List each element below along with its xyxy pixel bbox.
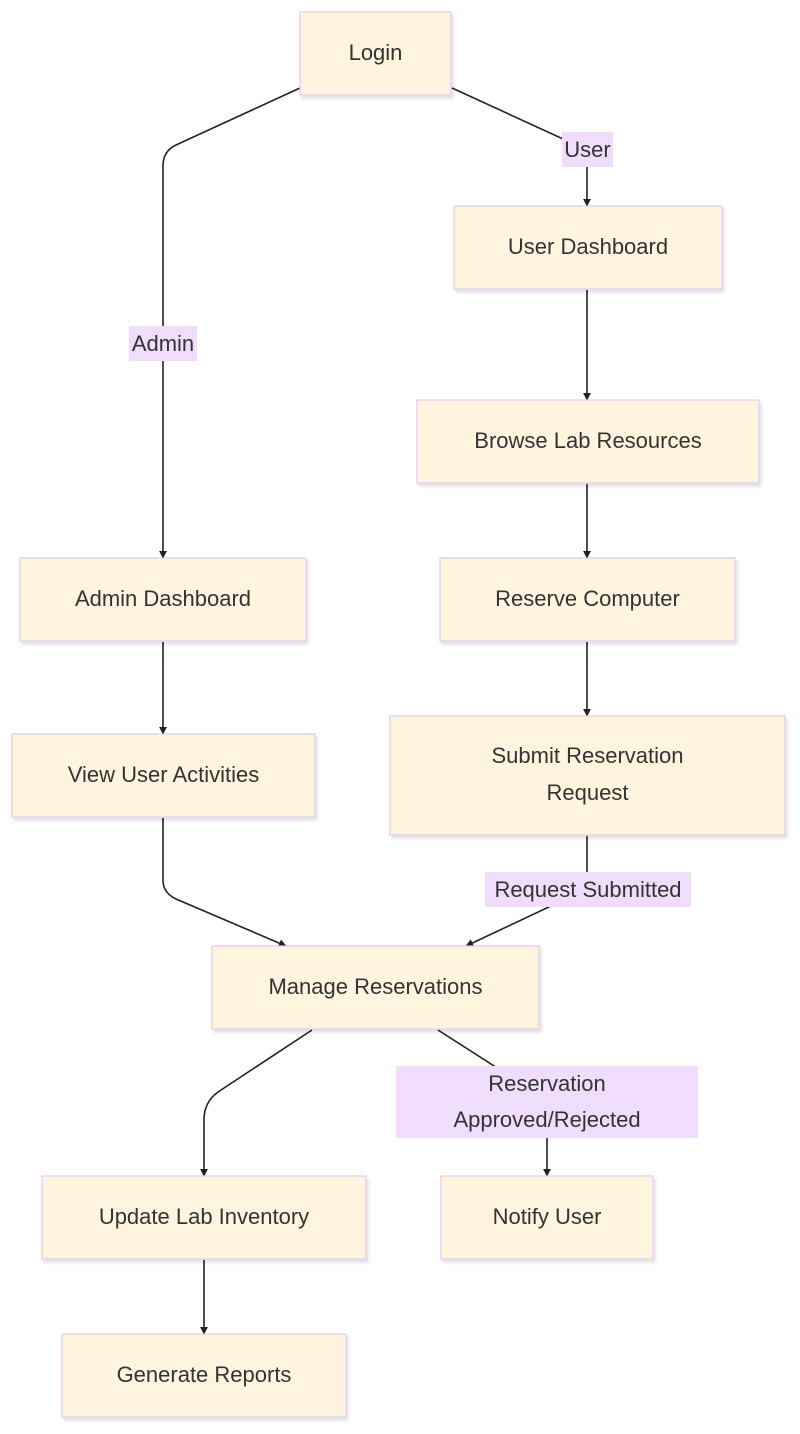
edge-label-admin-text: Admin [132,331,194,356]
edge-label-reservation-approved-rejected: Reservation Approved/Rejected [396,1066,698,1138]
node-reserve-computer-label: Reserve Computer [495,586,680,611]
node-update-lab-inventory: Update Lab Inventory [41,1175,367,1260]
node-admin-dashboard-label: Admin Dashboard [75,586,251,611]
node-manage-reservations-label: Manage Reservations [268,974,482,999]
edge-label-reservation-approved-rejected-line-1: Reservation [488,1071,605,1096]
node-view-user-activities-label: View User Activities [68,762,260,787]
node-submit-reservation-request: Submit Reservation Request [389,715,786,836]
edge-label-admin: Admin [129,326,197,361]
node-manage-reservations: Manage Reservations [211,945,540,1030]
node-login-label: Login [349,40,403,65]
node-browse-lab-resources: Browse Lab Resources [416,399,760,484]
node-admin-dashboard: Admin Dashboard [19,557,307,642]
edge-manage-reservations-to-update-lab-inventory [200,1029,313,1177]
edge-label-request-submitted: Request Submitted [485,872,691,907]
edge-label-user: User [562,132,613,167]
edge-label-reservation-approved-rejected-line-2: Approved/Rejected [453,1107,640,1132]
node-submit-reservation-request-line-1: Submit Reservation [492,743,684,768]
edge-login-to-admin-dashboard [159,87,301,559]
node-notify-user-label: Notify User [493,1204,602,1229]
node-generate-reports: Generate Reports [61,1333,347,1418]
node-browse-lab-resources-label: Browse Lab Resources [474,428,701,453]
node-reserve-computer: Reserve Computer [439,557,736,642]
edge-label-user-text: User [564,137,610,162]
edge-label-request-submitted-text: Request Submitted [494,877,681,902]
node-user-dashboard: User Dashboard [453,205,723,290]
node-generate-reports-label: Generate Reports [117,1362,292,1387]
node-submit-reservation-request-line-2: Request [547,780,629,805]
node-user-dashboard-label: User Dashboard [508,234,668,259]
node-update-lab-inventory-label: Update Lab Inventory [99,1204,309,1229]
node-notify-user: Notify User [440,1175,654,1260]
edge-view-user-activities-to-manage-reservations [162,818,287,947]
node-view-user-activities: View User Activities [11,733,316,818]
node-login: Login [299,11,452,96]
